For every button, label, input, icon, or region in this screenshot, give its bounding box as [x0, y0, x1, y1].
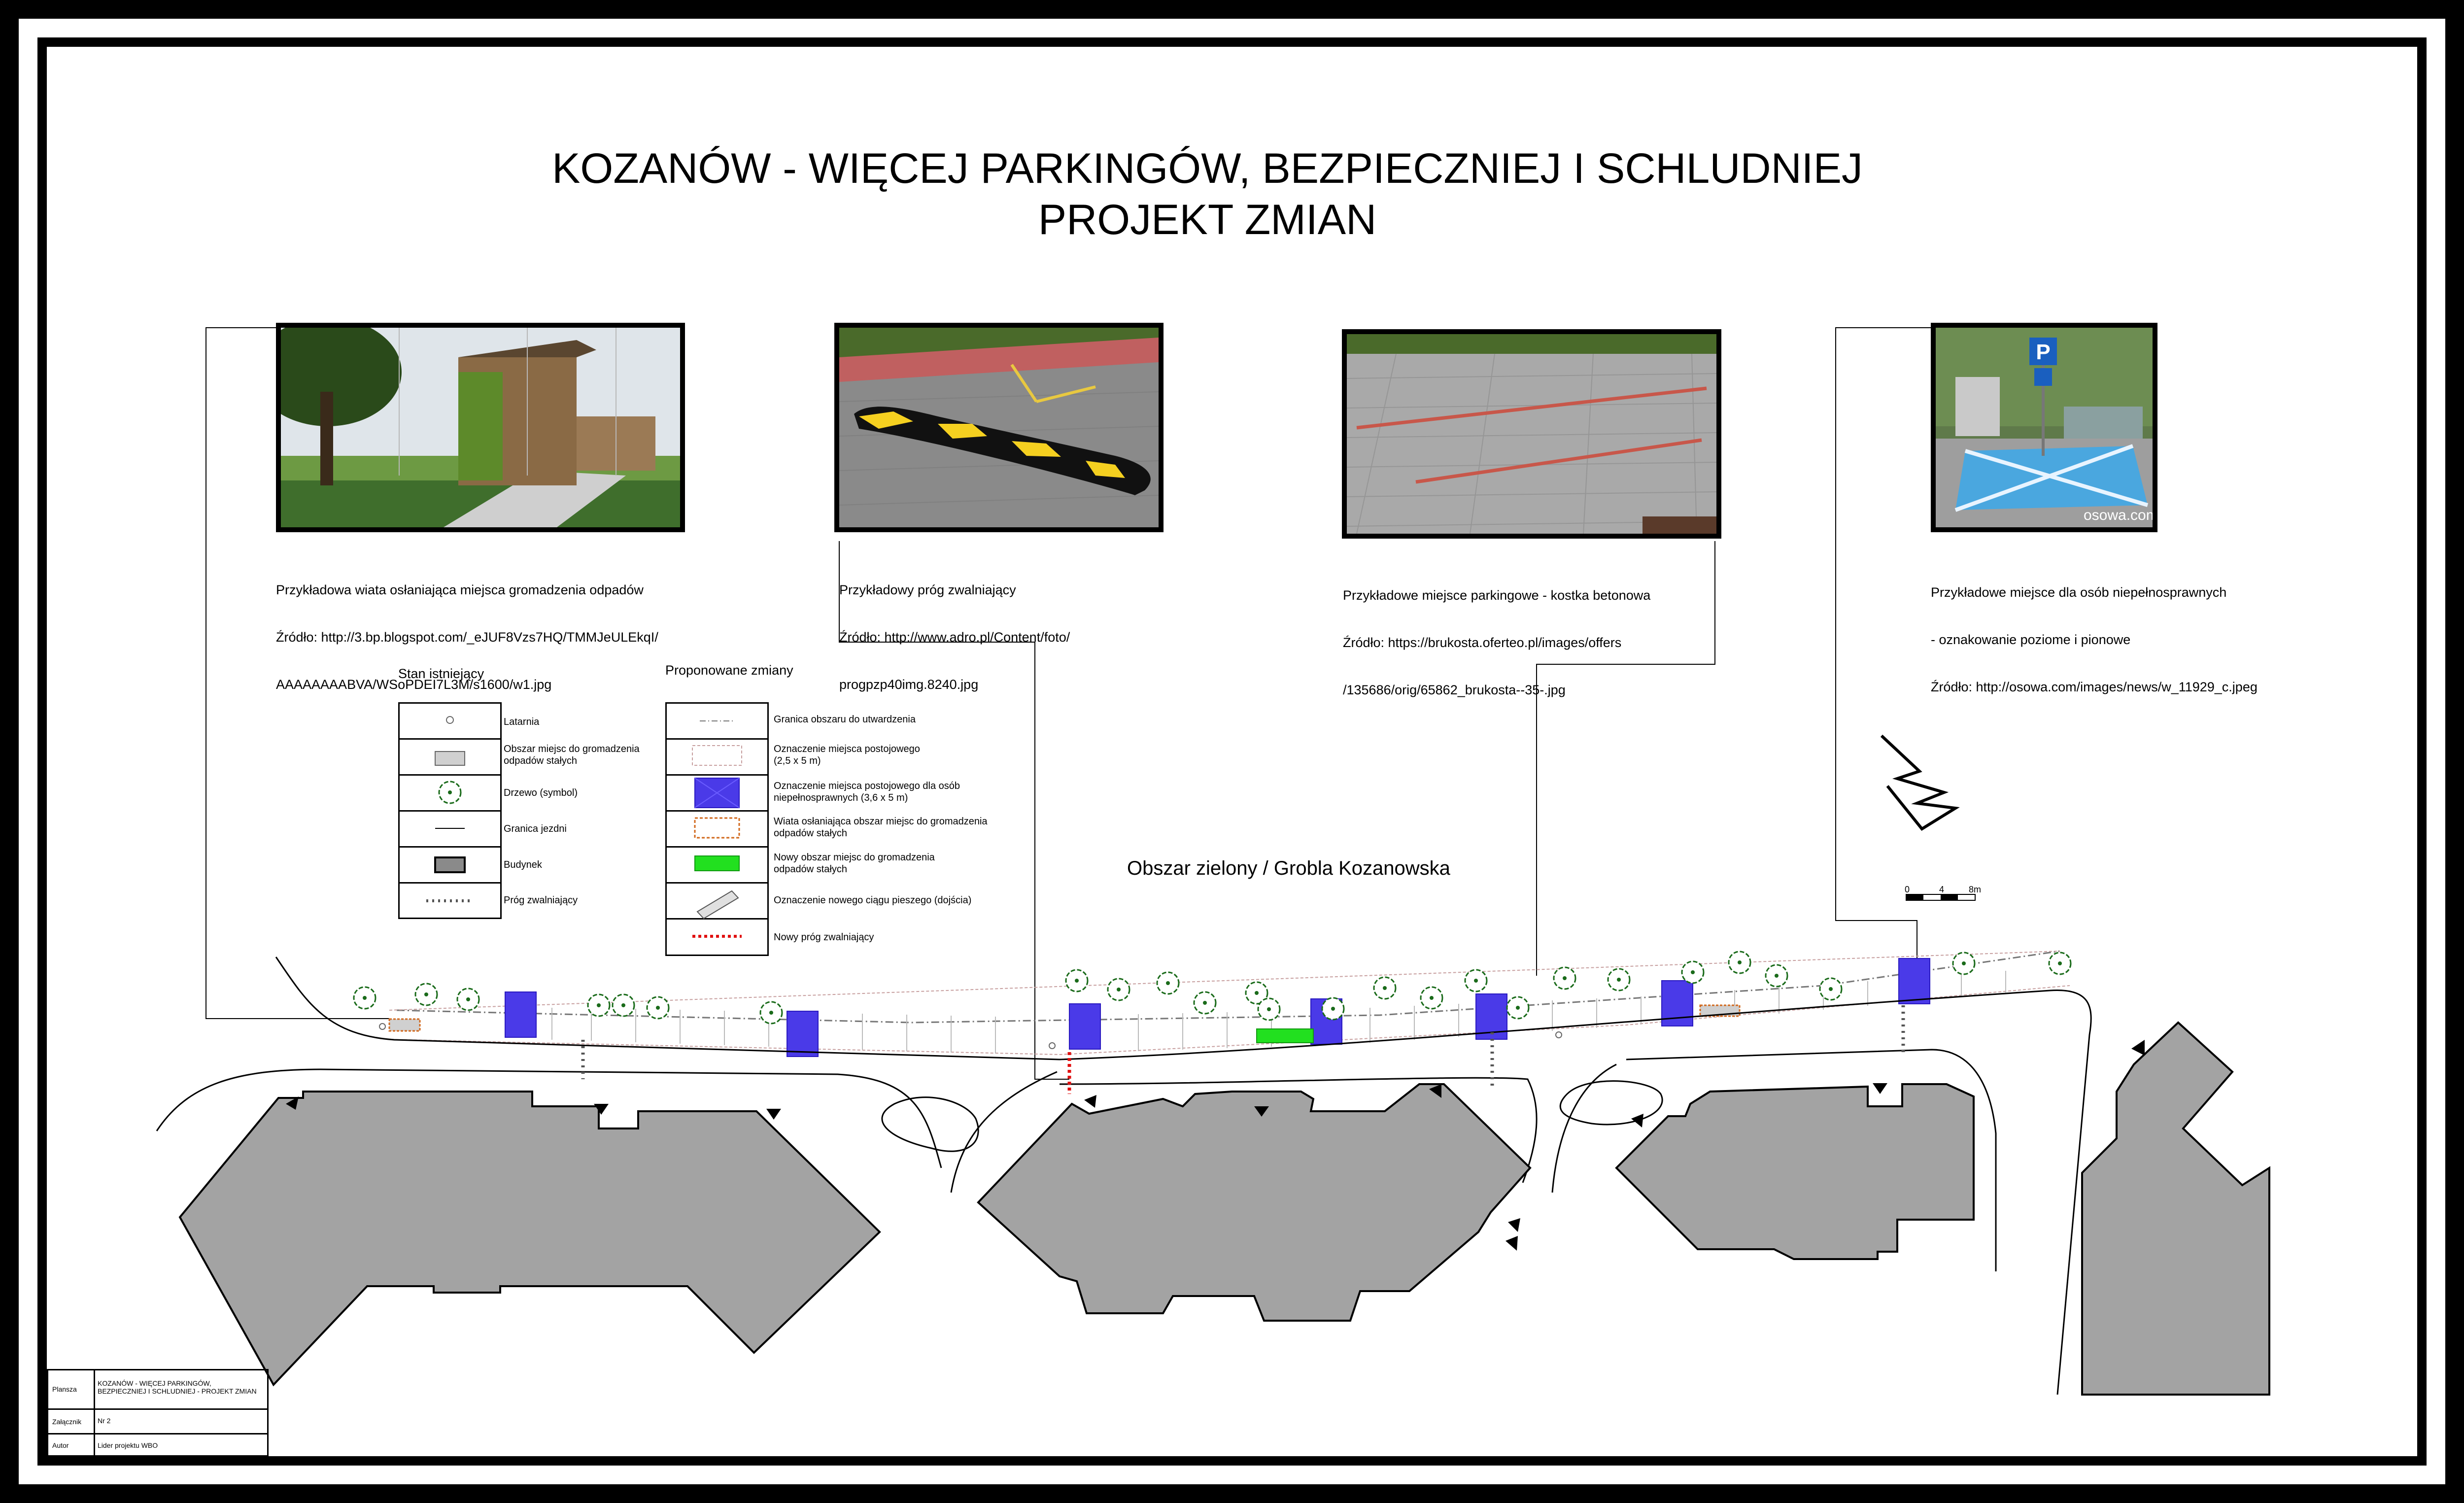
parking-space-icon — [692, 745, 742, 766]
new-waste-area-icon — [694, 855, 740, 871]
parking-strip — [379, 950, 2070, 1057]
legend-label-new-speed-bump: Nowy próg zwalniający — [774, 932, 874, 943]
title-block-key-annex: Załącznik — [52, 1418, 82, 1426]
waste-area-icon — [435, 751, 465, 766]
photo-caption-canopy: Przykładowa wiata osłaniająca miejsca gr… — [276, 582, 658, 692]
walkway-icon — [696, 890, 739, 920]
plan-title-line2: PROJEKT ZMIAN — [1038, 196, 1377, 243]
legend-label-tree: Drzewo (symbol) — [504, 787, 578, 798]
road-edges — [156, 956, 2092, 1395]
waste-canopy — [388, 1018, 421, 1032]
legend-label-new-waste-area: Nowy obszar miejsc do gromadzenia odpadó… — [774, 852, 935, 875]
lamp-icon — [446, 716, 454, 724]
legend-label-road-edge: Granica jezdni — [504, 823, 567, 834]
trees — [353, 951, 2072, 1025]
photo-watermark: osowa.com — [2084, 507, 2153, 523]
disabled-parking-spaces — [505, 958, 1930, 1057]
title-block-value-sheet: KOZANÓW - WIĘCEJ PARKINGÓW, BEZPIECZNIEJ… — [98, 1379, 257, 1395]
callout-lines — [205, 327, 1931, 1080]
legend-proposed-table — [665, 702, 769, 956]
photo-caption-disabled: Przykładowe miejsce dla osób niepełnospr… — [1931, 585, 2258, 694]
disabled-space-icon — [694, 778, 740, 808]
legend-label-new-walkway: Oznaczenie nowego ciągu pieszego (dojści… — [774, 895, 972, 906]
plan-title-line1: KOZANÓW - WIĘCEJ PARKINGÓW, BEZPIECZNIEJ… — [552, 145, 1863, 192]
legend-proposed-title: Proponowane zmiany — [665, 663, 793, 678]
title-block-value-author: Lider projektu WBO — [98, 1441, 158, 1449]
scale-label-8m: 8m — [1969, 885, 1982, 894]
building-icon — [434, 856, 466, 873]
entrance-markers — [286, 1040, 2145, 1251]
legend-label-waste-area: Obszar miejsc do gromadzenia odpadów sta… — [504, 744, 640, 766]
title-block-key-sheet: Plansza — [52, 1385, 77, 1393]
plan-title: KOZANÓW - WIĘCEJ PARKINGÓW, BEZPIECZNIEJ… — [444, 143, 1971, 245]
title-block: Plansza KOZANÓW - WIĘCEJ PARKINGÓW, BEZP… — [47, 1369, 269, 1457]
building-west — [178, 1091, 881, 1387]
scale-label-0: 0 — [1905, 885, 1910, 894]
photo-speed-bump — [834, 323, 1164, 532]
legend-label-disabled-space: Oznaczenie miejsca postojowego dla osób … — [774, 781, 960, 803]
building-central — [977, 1083, 1532, 1322]
legend-label-speed-bump: Próg zwalniający — [504, 895, 578, 906]
title-block-key-author: Autor — [52, 1441, 69, 1449]
legend-symbols-proposed — [692, 720, 742, 938]
parking-sign-letter: P — [2036, 340, 2050, 364]
scale-bar — [1906, 894, 1976, 901]
photo-parking-paving — [1342, 329, 1721, 539]
building-east — [1615, 1083, 1975, 1260]
north-arrow-icon — [1880, 734, 1960, 831]
buildings — [178, 1021, 2270, 1396]
parking-space-dividers — [551, 971, 2006, 1054]
tree-icon — [438, 781, 462, 804]
legend-symbols-existing — [426, 716, 473, 902]
legend-label-lamp: Latarnia — [504, 717, 540, 727]
photo-disabled-parking: P osowa.com — [1931, 323, 2157, 532]
speed-bumps-existing — [581, 1005, 1905, 1087]
legend-label-canopy: Wiata osłaniająca obszar miejsc do groma… — [774, 816, 988, 839]
canopy-icon — [694, 817, 740, 839]
legend-existing-table — [398, 702, 502, 919]
legend-existing-title: Stan istniejący — [398, 666, 484, 681]
building-northeast — [2081, 1021, 2270, 1396]
photo-waste-canopy — [276, 323, 685, 532]
new-waste-area — [1256, 1028, 1314, 1043]
legend-label-paving-boundary: Granica obszaru do utwardzenia — [774, 714, 916, 725]
green-area-label: Obszar zielony / Grobla Kozanowska — [1127, 857, 1450, 879]
photo-caption-paving: Przykładowe miejsce parkingowe - kostka … — [1343, 588, 1651, 697]
legend-label-parking-space: Oznaczenie miejsca postojowego (2,5 x 5 … — [774, 744, 920, 766]
legend-label-building: Budynek — [504, 859, 542, 870]
title-block-value-annex: Nr 2 — [98, 1417, 111, 1425]
scale-label-4: 4 — [1939, 885, 1945, 894]
